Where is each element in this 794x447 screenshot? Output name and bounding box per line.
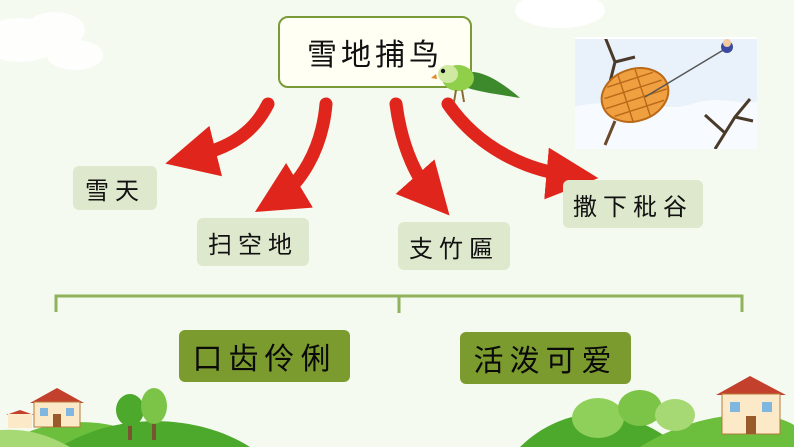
arrow-to-step-1 (165, 97, 275, 177)
trait-node-2: 活泼可爱 (460, 332, 631, 384)
snow-trap-illustration (575, 37, 757, 149)
step-label: 支竹匾 (409, 234, 499, 263)
cloud-decoration-right (515, 0, 605, 28)
parrot-icon (431, 65, 520, 103)
trait-node-1: 口齿伶俐 (179, 330, 350, 382)
arrow-to-step-4 (441, 97, 599, 200)
step-node-1: 雪天 (73, 166, 157, 210)
arrow-to-step-3 (389, 97, 450, 216)
title-node: 雪地捕鸟 (278, 16, 472, 88)
step-node-3: 支竹匾 (398, 222, 510, 270)
house-icon (6, 388, 84, 428)
step-node-2: 扫空地 (197, 218, 309, 266)
grouping-bracket (54, 294, 744, 313)
step-label: 扫空地 (208, 230, 298, 259)
step-label: 撒下秕谷 (573, 192, 693, 221)
step-label: 雪天 (85, 176, 145, 205)
trait-label: 活泼可爱 (473, 344, 618, 379)
title-text: 雪地捕鸟 (307, 38, 443, 73)
arrow-to-step-2 (254, 97, 333, 213)
cloud-decoration-left (0, 12, 103, 70)
house-icon-right (716, 376, 786, 435)
trait-label: 口齿伶俐 (192, 342, 337, 377)
tree-icon (116, 388, 167, 440)
step-node-4: 撒下秕谷 (563, 180, 703, 228)
